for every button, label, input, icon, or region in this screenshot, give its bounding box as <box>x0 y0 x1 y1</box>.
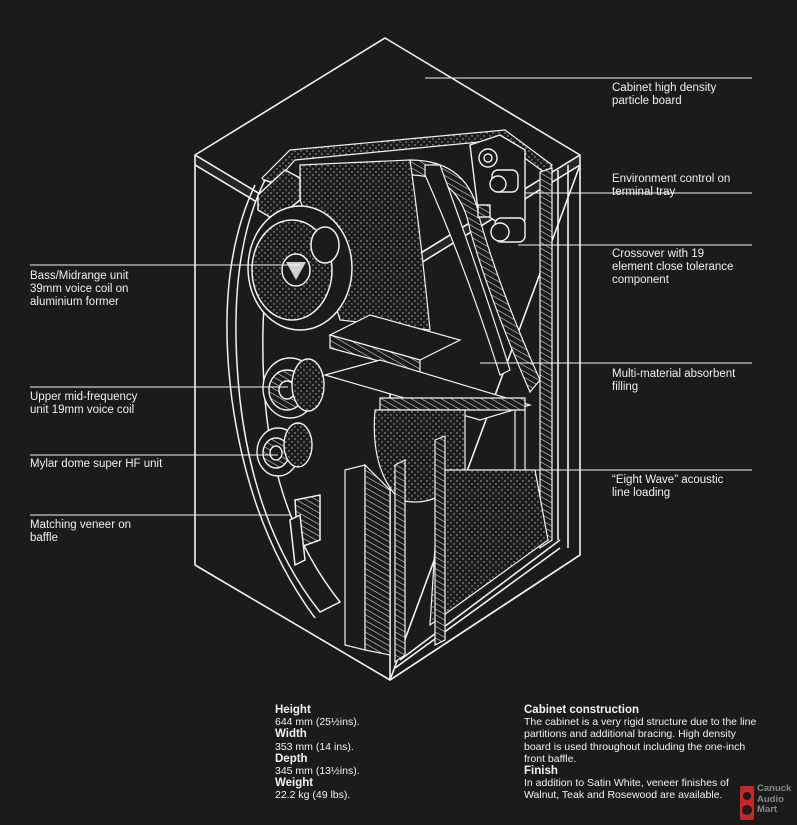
weight-value: 22.2 kg (49 lbs). <box>275 789 351 802</box>
width-label: Width <box>275 728 307 741</box>
label-upper-mid: Upper mid-frequency unit 19mm voice coil <box>30 391 138 416</box>
label-bass-midrange: Bass/Midrange unit 39mm voice coil on al… <box>30 270 129 308</box>
watermark: Canuck Audio Mart <box>738 783 794 822</box>
finish-heading: Finish <box>524 765 558 778</box>
watermark-text: Canuck Audio Mart <box>757 783 792 815</box>
construction-heading: Cabinet construction <box>524 704 640 716</box>
label-crossover: Crossover with 19 element close toleranc… <box>612 248 734 286</box>
finish-text: In addition to Satin White, veneer finis… <box>524 777 729 802</box>
label-mylar-dome: Mylar dome super HF unit <box>30 458 163 470</box>
depth-value: 345 mm (13½ins). <box>275 765 360 778</box>
construction-text: The cabinet is a very rigid structure du… <box>524 716 757 765</box>
leader-lines <box>30 77 752 516</box>
height-value: 644 mm (25½ins). <box>275 716 360 729</box>
label-veneer: Matching veneer on baffle <box>30 519 132 544</box>
depth-label: Depth <box>275 752 308 765</box>
specifications: Height 644 mm (25½ins). Width 353 mm (14… <box>275 704 360 802</box>
terminal-tray <box>469 134 526 243</box>
watermark-logo-icon <box>740 786 754 820</box>
height-label: Height <box>275 704 311 716</box>
label-eight-wave: “Eight Wave” acoustic line loading <box>612 474 724 499</box>
construction-info: Cabinet construction The cabinet is a ve… <box>524 704 764 802</box>
upper-mid-unit <box>262 357 325 419</box>
width-value: 353 mm (14 ins). <box>275 740 354 753</box>
label-absorbent-filling: Multi-material absorbent filling <box>612 368 736 393</box>
bass-midrange-unit <box>247 205 353 331</box>
label-environment-control: Environment control on terminal tray <box>612 173 731 198</box>
weight-label: Weight <box>275 777 314 790</box>
mylar-dome-unit <box>256 422 313 477</box>
label-cabinet-board: Cabinet high density particle board <box>612 82 717 107</box>
